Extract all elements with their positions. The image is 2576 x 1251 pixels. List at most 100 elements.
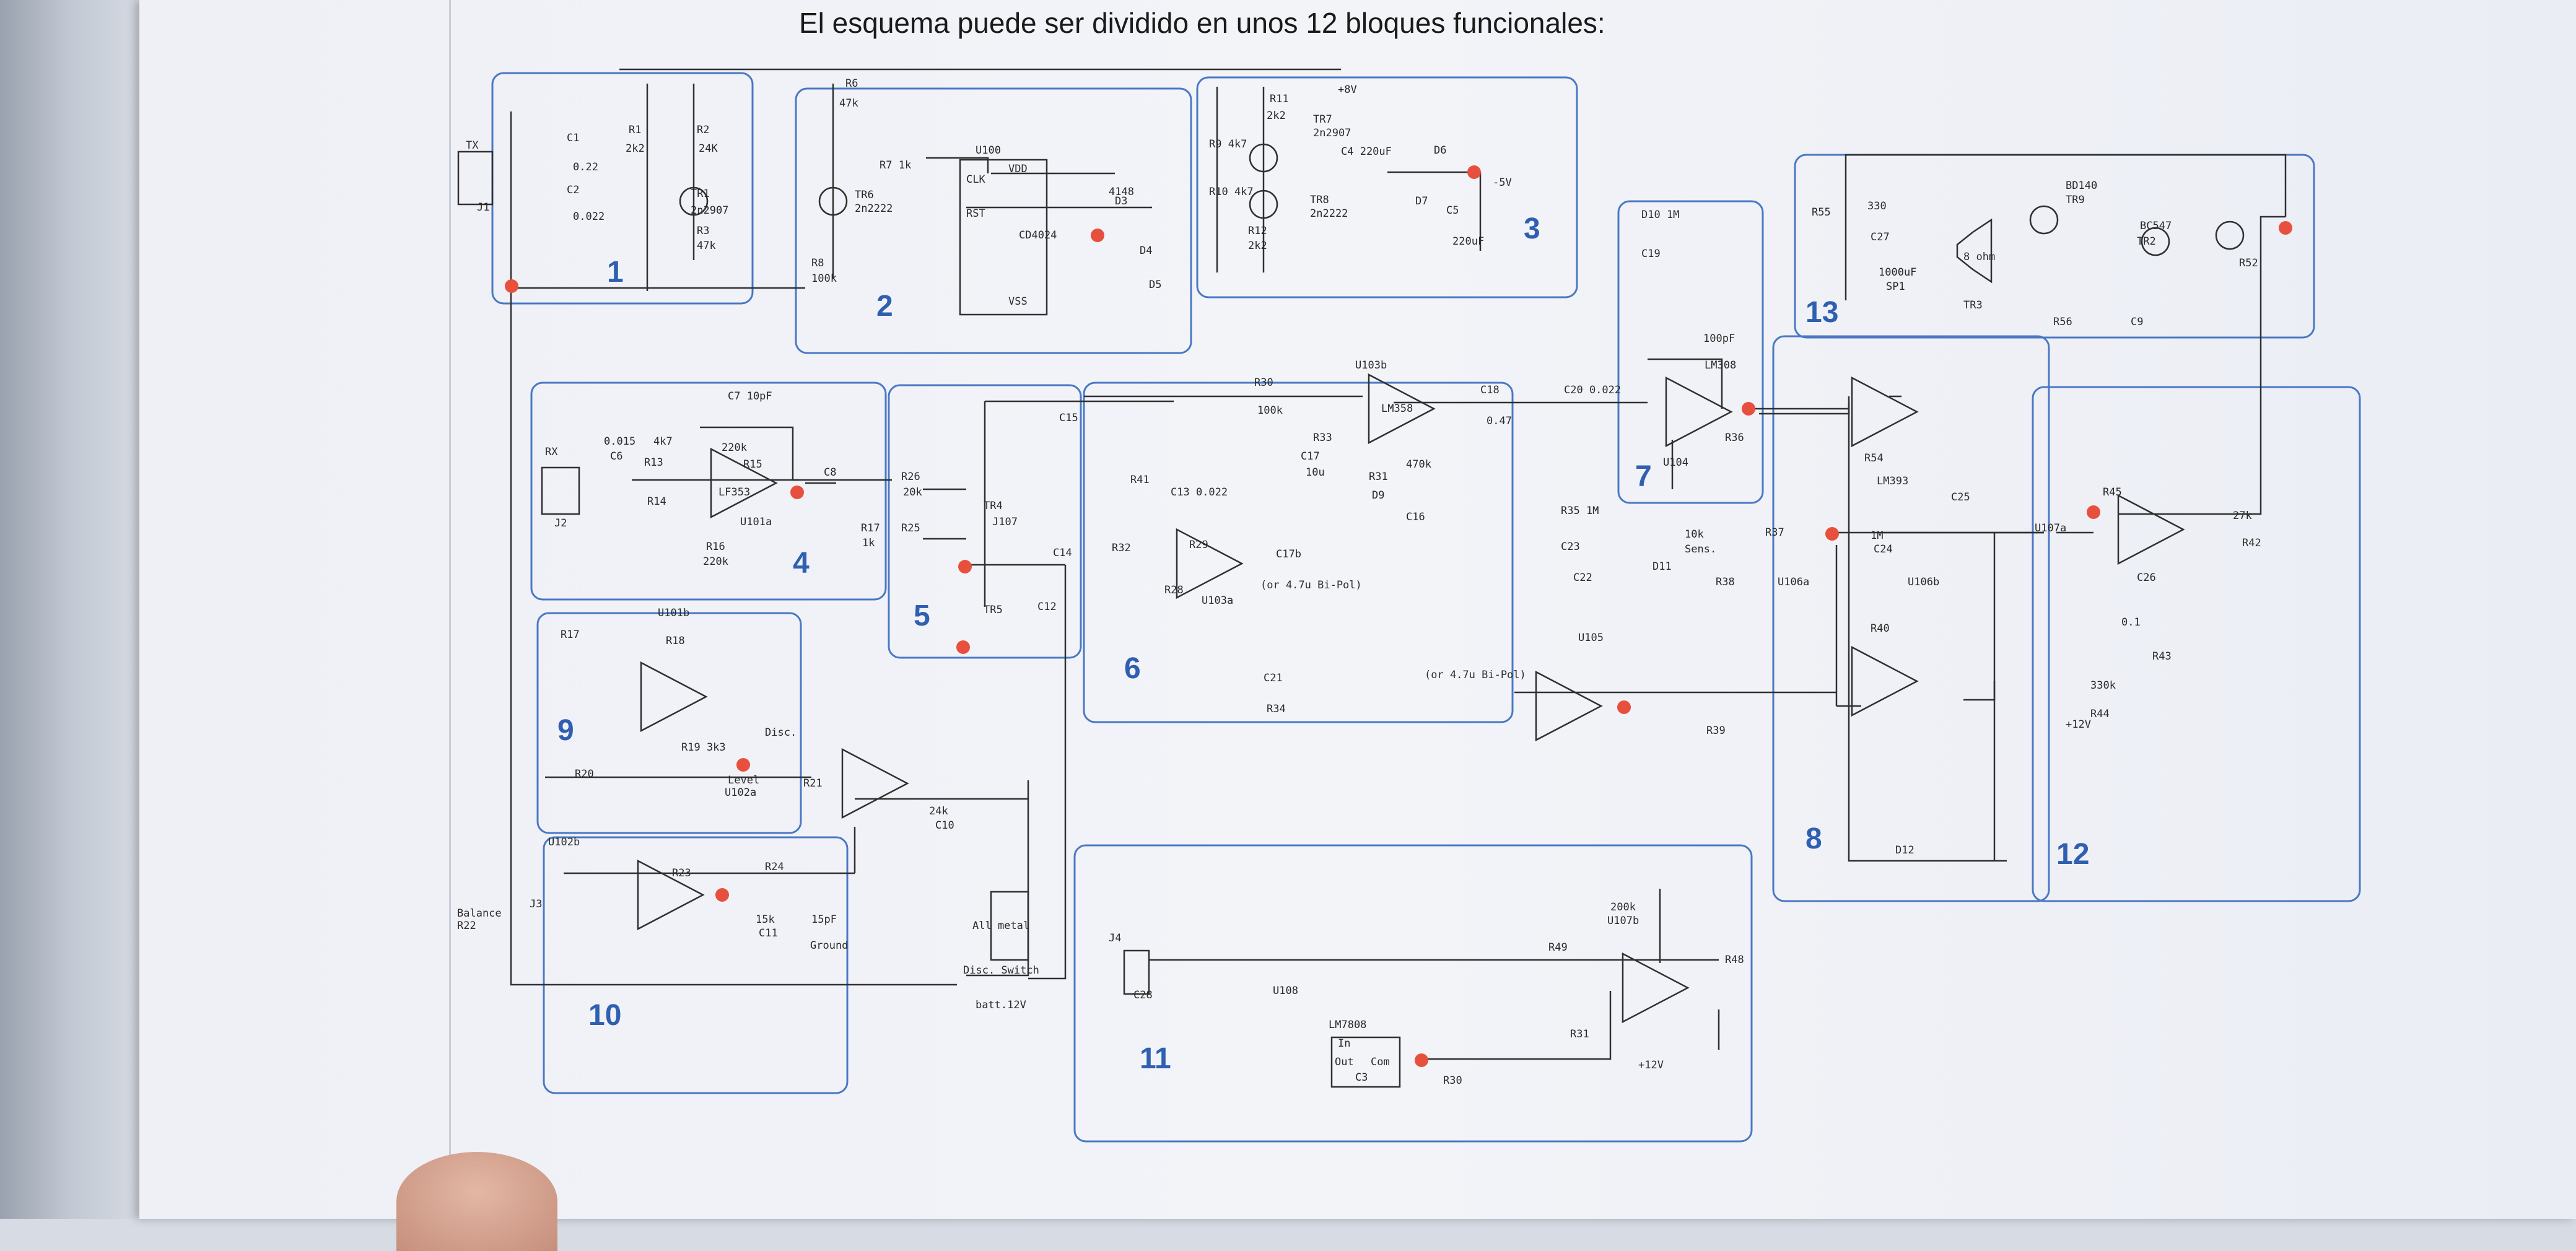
component-label: Com — [1371, 1056, 1390, 1068]
connector-j3 — [990, 891, 1029, 961]
block-number: 6 — [1124, 652, 1141, 685]
component-label: R31 — [1570, 1028, 1589, 1040]
component-label: R13 — [644, 456, 663, 469]
block-number: 13 — [1805, 296, 1838, 329]
component-label: R24 — [765, 861, 784, 873]
component-label: D12 — [1895, 844, 1915, 857]
component-label: C15 — [1059, 412, 1078, 424]
component-label: U106a — [1778, 576, 1809, 588]
component-label: R43 — [2152, 650, 2172, 663]
component-label: 2k2 — [626, 142, 645, 155]
component-label: C19 — [1641, 248, 1661, 260]
component-label: U107a — [2035, 522, 2066, 534]
component-label: U107b — [1607, 915, 1639, 927]
component-label: R44 — [2090, 708, 2110, 720]
component-label: R8 — [811, 257, 824, 269]
component-label: R54 — [1864, 452, 1884, 464]
component-label: C5 — [1446, 204, 1459, 217]
block-number: 11 — [1140, 1042, 1171, 1075]
component-label: R26 — [901, 471, 920, 483]
block-2-outline — [795, 87, 1192, 354]
component-label: U103a — [1202, 595, 1233, 607]
component-label: 2n2907 — [1313, 127, 1351, 139]
component-label: C13 0.022 — [1171, 486, 1228, 499]
component-label: +12V — [2066, 718, 2091, 731]
component-label: R48 — [1725, 954, 1744, 966]
component-label: 470k — [1406, 458, 1431, 471]
node-marker — [1617, 700, 1631, 714]
opamp-u103a — [1176, 528, 1244, 599]
opamp-u107a — [2117, 494, 2185, 565]
paper-sheet — [139, 0, 2576, 1219]
node-marker — [1091, 229, 1104, 242]
component-label: C16 — [1406, 511, 1425, 523]
component-label: R33 — [1313, 432, 1332, 444]
component-label: 220k — [722, 442, 747, 454]
component-label: R42 — [2242, 537, 2261, 549]
component-label: C26 — [2137, 572, 2156, 584]
component-label: R9 4k7 — [1209, 138, 1247, 150]
speaker-sp1 — [1956, 218, 1993, 284]
component-label: C11 — [759, 927, 778, 939]
node-marker — [790, 486, 804, 499]
component-label: C14 — [1053, 547, 1072, 559]
component-label: J2 — [554, 517, 567, 530]
component-label: 15pF — [811, 913, 837, 926]
component-label: U102b — [548, 836, 580, 848]
component-label: TR5 — [984, 604, 1003, 616]
component-label: 2n2222 — [855, 203, 893, 215]
component-label: +8V — [1338, 84, 1357, 96]
component-label: 330k — [2090, 679, 2116, 692]
component-label: BD140 — [2066, 180, 2097, 192]
component-label: R45 — [2103, 486, 2122, 499]
connector-j2 — [541, 466, 580, 515]
component-label: C27 — [1871, 231, 1890, 243]
transistor — [818, 186, 848, 216]
block-4-outline — [530, 381, 887, 601]
block-3-outline — [1196, 76, 1578, 299]
component-label: J1 — [477, 201, 489, 214]
component-label: C25 — [1951, 491, 1970, 503]
opamp-u101a — [710, 447, 778, 519]
block-8-outline — [1772, 335, 2050, 902]
block-12-outline — [2032, 386, 2361, 902]
component-label: (or 4.7u Bi-Pol) — [1260, 579, 1362, 591]
component-label: U105 — [1578, 632, 1604, 644]
component-label: 330 — [1867, 200, 1887, 212]
component-label: R37 — [1765, 526, 1784, 539]
component-label: C23 — [1561, 541, 1580, 553]
component-label: D9 — [1372, 489, 1384, 502]
component-label: 100k — [811, 272, 837, 285]
component-label: TR8 — [1310, 194, 1329, 206]
component-label: C6 — [610, 450, 622, 463]
ic-lm7808 — [1330, 1036, 1401, 1088]
component-label: 10u — [1306, 466, 1325, 479]
component-label: C9 — [2131, 316, 2143, 328]
component-label: R10 4k7 — [1209, 186, 1254, 198]
component-label: R16 — [706, 541, 725, 553]
connector-j1 — [457, 150, 494, 206]
component-label: TR9 — [2066, 194, 2085, 206]
component-label: 10k — [1685, 528, 1704, 541]
component-label: R29 — [1189, 539, 1208, 551]
node-marker — [958, 560, 972, 573]
component-label: 4k7 — [653, 435, 673, 448]
component-label: R38 — [1716, 576, 1735, 588]
opamp-u104 — [1665, 376, 1733, 448]
opamp-u102b — [637, 859, 705, 931]
component-label: D5 — [1149, 279, 1161, 291]
component-label: R20 — [575, 768, 594, 780]
component-label: SP1 — [1886, 281, 1905, 293]
component-label: C1 — [567, 132, 579, 144]
opamp-u103b — [1368, 373, 1436, 445]
block-number: 9 — [557, 714, 574, 747]
ic-cd4024 — [959, 159, 1048, 316]
component-label: U101a — [740, 516, 772, 528]
component-label: LM7808 — [1329, 1019, 1366, 1031]
component-label: VSS — [1008, 295, 1028, 308]
connector-j4 — [1123, 949, 1150, 995]
component-label: 0.015 — [604, 435, 635, 448]
component-label: J107 — [992, 516, 1018, 528]
component-label: Disc. — [765, 726, 797, 739]
